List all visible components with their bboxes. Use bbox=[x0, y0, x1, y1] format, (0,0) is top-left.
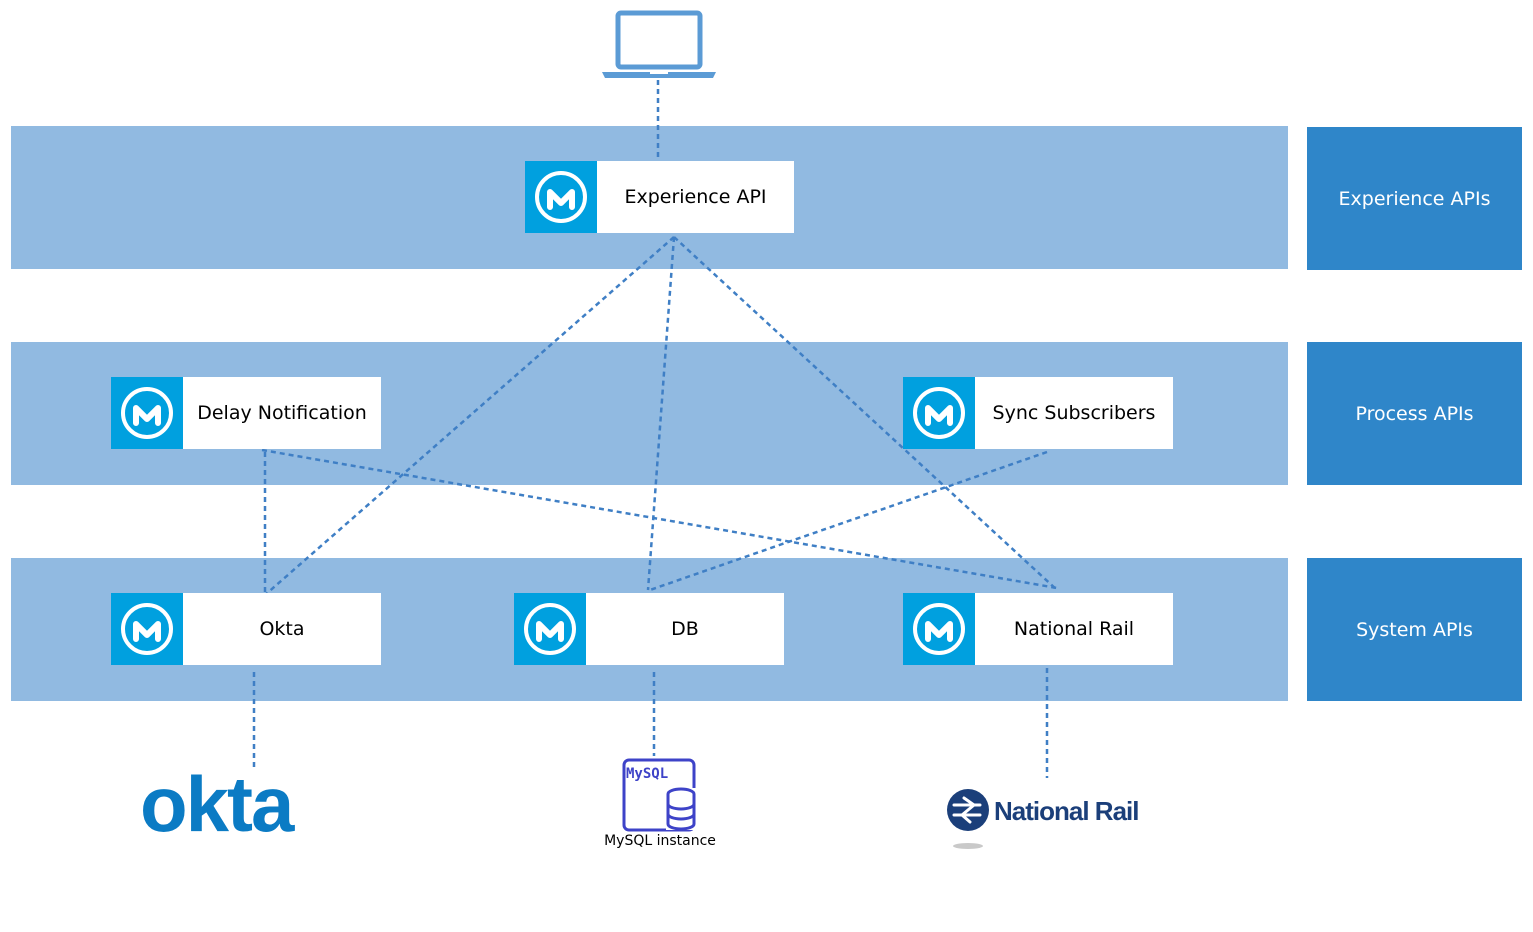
system-apis-label: System APIs bbox=[1307, 558, 1522, 701]
sync-subscribers-node[interactable]: Sync Subscribers bbox=[903, 377, 1173, 449]
mulesoft-icon bbox=[903, 377, 975, 449]
okta-logo: okta bbox=[140, 760, 294, 848]
okta-label: Okta bbox=[259, 618, 305, 640]
national-rail-mark-icon bbox=[947, 789, 989, 849]
db-node[interactable]: DB bbox=[514, 593, 784, 665]
okta-node[interactable]: Okta bbox=[111, 593, 381, 665]
national-rail-logo-text: National Rail bbox=[994, 796, 1139, 826]
connector-delay-nationalrail bbox=[261, 448, 1058, 590]
mulesoft-icon bbox=[111, 593, 183, 665]
mysql-instance-caption: MySQL instance bbox=[604, 833, 716, 849]
delay-notification-node[interactable]: Delay Notification bbox=[111, 377, 381, 449]
process-apis-label: Process APIs bbox=[1307, 342, 1522, 485]
db-label: DB bbox=[671, 618, 699, 640]
mysql-icon bbox=[622, 758, 696, 832]
connector-experience-nationalrail bbox=[673, 236, 1058, 591]
mysql-logo-text: MySQL bbox=[626, 766, 669, 782]
sync-subscribers-label: Sync Subscribers bbox=[992, 402, 1156, 424]
delay-notification-label: Delay Notification bbox=[197, 402, 367, 424]
laptop-icon bbox=[602, 10, 716, 78]
experience-apis-label: Experience APIs bbox=[1307, 127, 1522, 270]
mulesoft-icon bbox=[514, 593, 586, 665]
connector-experience-db bbox=[646, 236, 676, 591]
mulesoft-icon bbox=[903, 593, 975, 665]
national-rail-label: National Rail bbox=[1013, 618, 1135, 640]
mulesoft-icon bbox=[111, 377, 183, 449]
national-rail-node[interactable]: National Rail bbox=[903, 593, 1173, 665]
experience-api-node[interactable]: Experience API bbox=[525, 161, 794, 233]
connector-sync-db bbox=[649, 450, 1048, 592]
connector-experience-okta bbox=[264, 236, 675, 596]
mulesoft-icon bbox=[525, 161, 597, 233]
experience-api-label: Experience API bbox=[624, 186, 767, 208]
